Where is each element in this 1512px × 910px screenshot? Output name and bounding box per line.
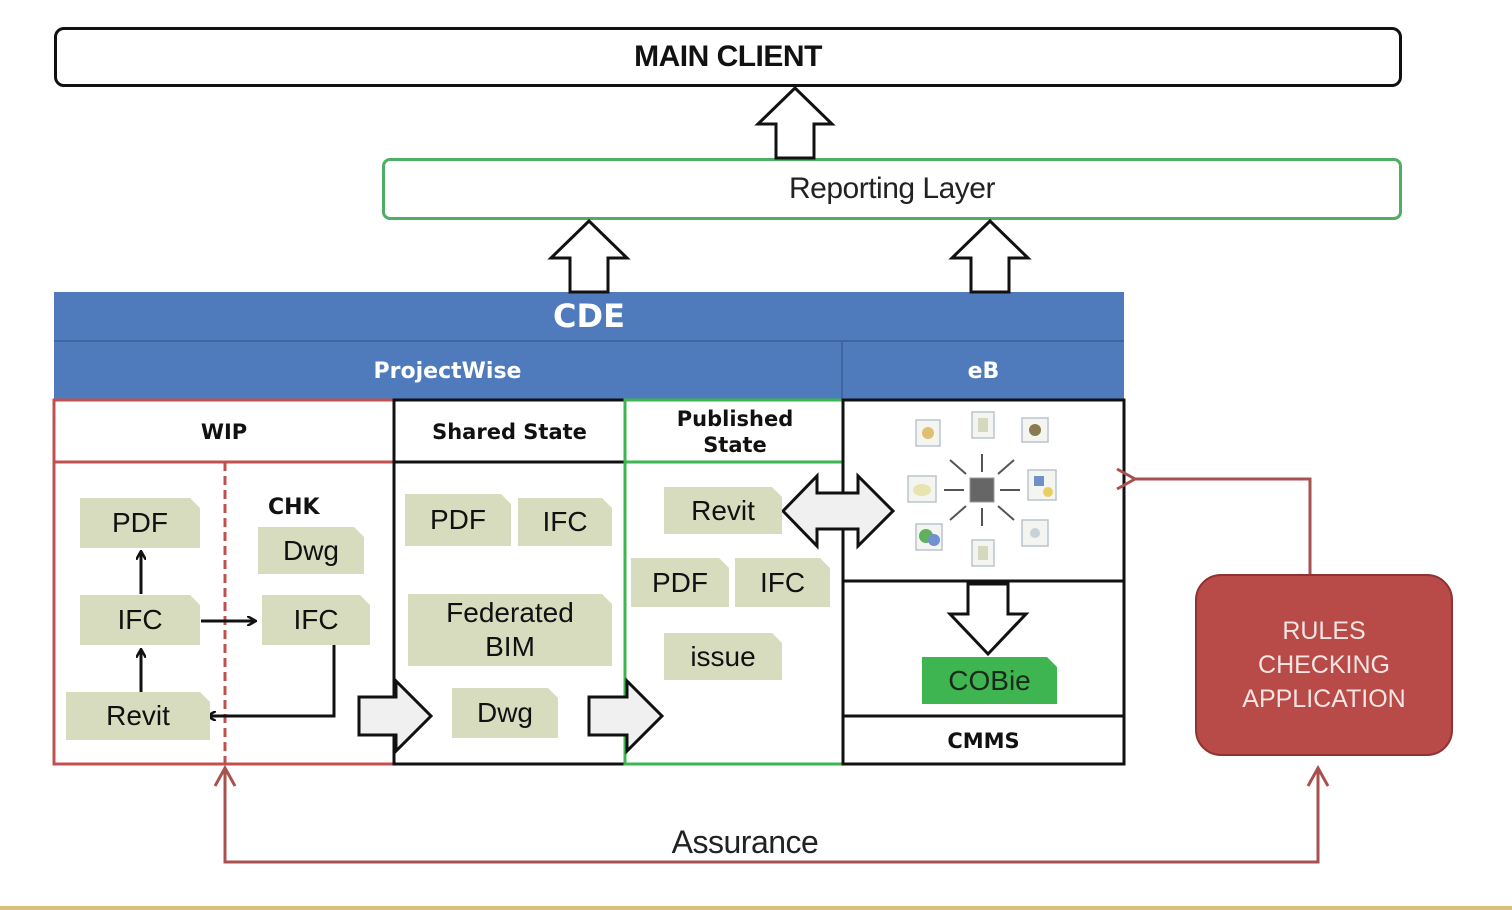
assurance-arrowhead-left [213,764,237,787]
cmms-box: CMMS [846,719,1121,762]
cobie-label: COBie [948,664,1031,696]
rules-checking-application-label: RULES CHECKING APPLICATION [1242,617,1406,713]
assurance-label-box: Assurance [600,822,890,862]
shared-doc-dwg-label: Dwg [476,697,533,728]
chk-doc-dwg-label: Dwg [282,534,339,566]
block-arrow-up-main [754,85,836,160]
shared-doc-pdf-label: PDF [430,504,486,535]
published-doc-revit: Revit [664,487,782,534]
wip-doc-revit-label: Revit [106,700,170,731]
cde-label: CDE [553,297,625,335]
shared-doc-pdf: PDF [405,494,511,546]
published-doc-revit-label: Revit [691,494,755,526]
published-doc-pdf-label: PDF [652,566,708,598]
shared-doc-dwg: Dwg [452,688,558,738]
shared-doc-ifc: IFC [518,498,612,546]
cmms-label: CMMS [947,728,1020,753]
published-doc-ifc: IFC [735,558,830,607]
block-arrow-bidirectional [780,472,896,550]
chk-doc-dwg: Dwg [258,527,364,574]
wip-doc-pdf-label: PDF [112,507,168,538]
assurance-loop-line [223,770,1320,864]
published-doc-ifc-label: IFC [759,566,806,598]
main-client-label: MAIN CLIENT [634,40,822,73]
published-state-header: Published State [650,403,820,460]
block-arrow-down-cobie [946,582,1030,657]
wip-header-label: WIP [200,419,248,444]
arrow-chk-ifc-to-revit [208,645,336,716]
wip-doc-pdf: PDF [80,498,200,548]
projectwise-header: ProjectWise [54,342,843,400]
main-client-box: MAIN CLIENT [54,27,1402,87]
eb-label: eB [967,358,1000,384]
chk-label: CHK [268,495,320,520]
shared-doc-federated-bim: Federated BIM [408,594,612,666]
shared-state-header-label: Shared State [432,419,587,444]
published-state-header-label: Published State [676,406,794,457]
shared-doc-ifc-label: IFC [542,506,588,537]
shared-doc-federated-bim-label: Federated BIM [446,597,574,662]
published-doc-issue-label: issue [690,640,756,672]
asset-network-diagram-icon [907,411,1057,567]
cde-header: CDE [54,292,1124,342]
published-doc-issue: issue [664,633,782,680]
projectwise-label: ProjectWise [373,358,522,384]
chk-doc-ifc-label: IFC [293,604,339,635]
block-arrow-up-right [948,218,1032,294]
bottom-rule [0,906,1512,910]
wip-doc-ifc: IFC [80,595,200,645]
cobie-doc: COBie [922,657,1057,704]
reporting-layer-box: Reporting Layer [382,158,1402,220]
wip-header: WIP [57,403,391,460]
chk-doc-ifc: IFC [262,595,370,645]
reporting-layer-label: Reporting Layer [789,172,995,205]
assurance-arrowhead-right [1306,764,1330,787]
eb-header: eB [843,342,1124,400]
block-arrow-right-shared-published [587,677,665,755]
block-arrow-right-wip-shared [357,677,434,755]
assurance-label: Assurance [671,823,819,860]
arrow-rules-to-eb [1135,479,1312,574]
published-doc-pdf: PDF [631,558,729,607]
shared-state-header: Shared State [397,403,622,460]
block-arrow-up-left [547,218,631,294]
wip-doc-revit: Revit [66,692,210,740]
rules-checking-application-box: RULES CHECKING APPLICATION [1195,574,1453,756]
wip-doc-ifc-label: IFC [117,604,163,635]
